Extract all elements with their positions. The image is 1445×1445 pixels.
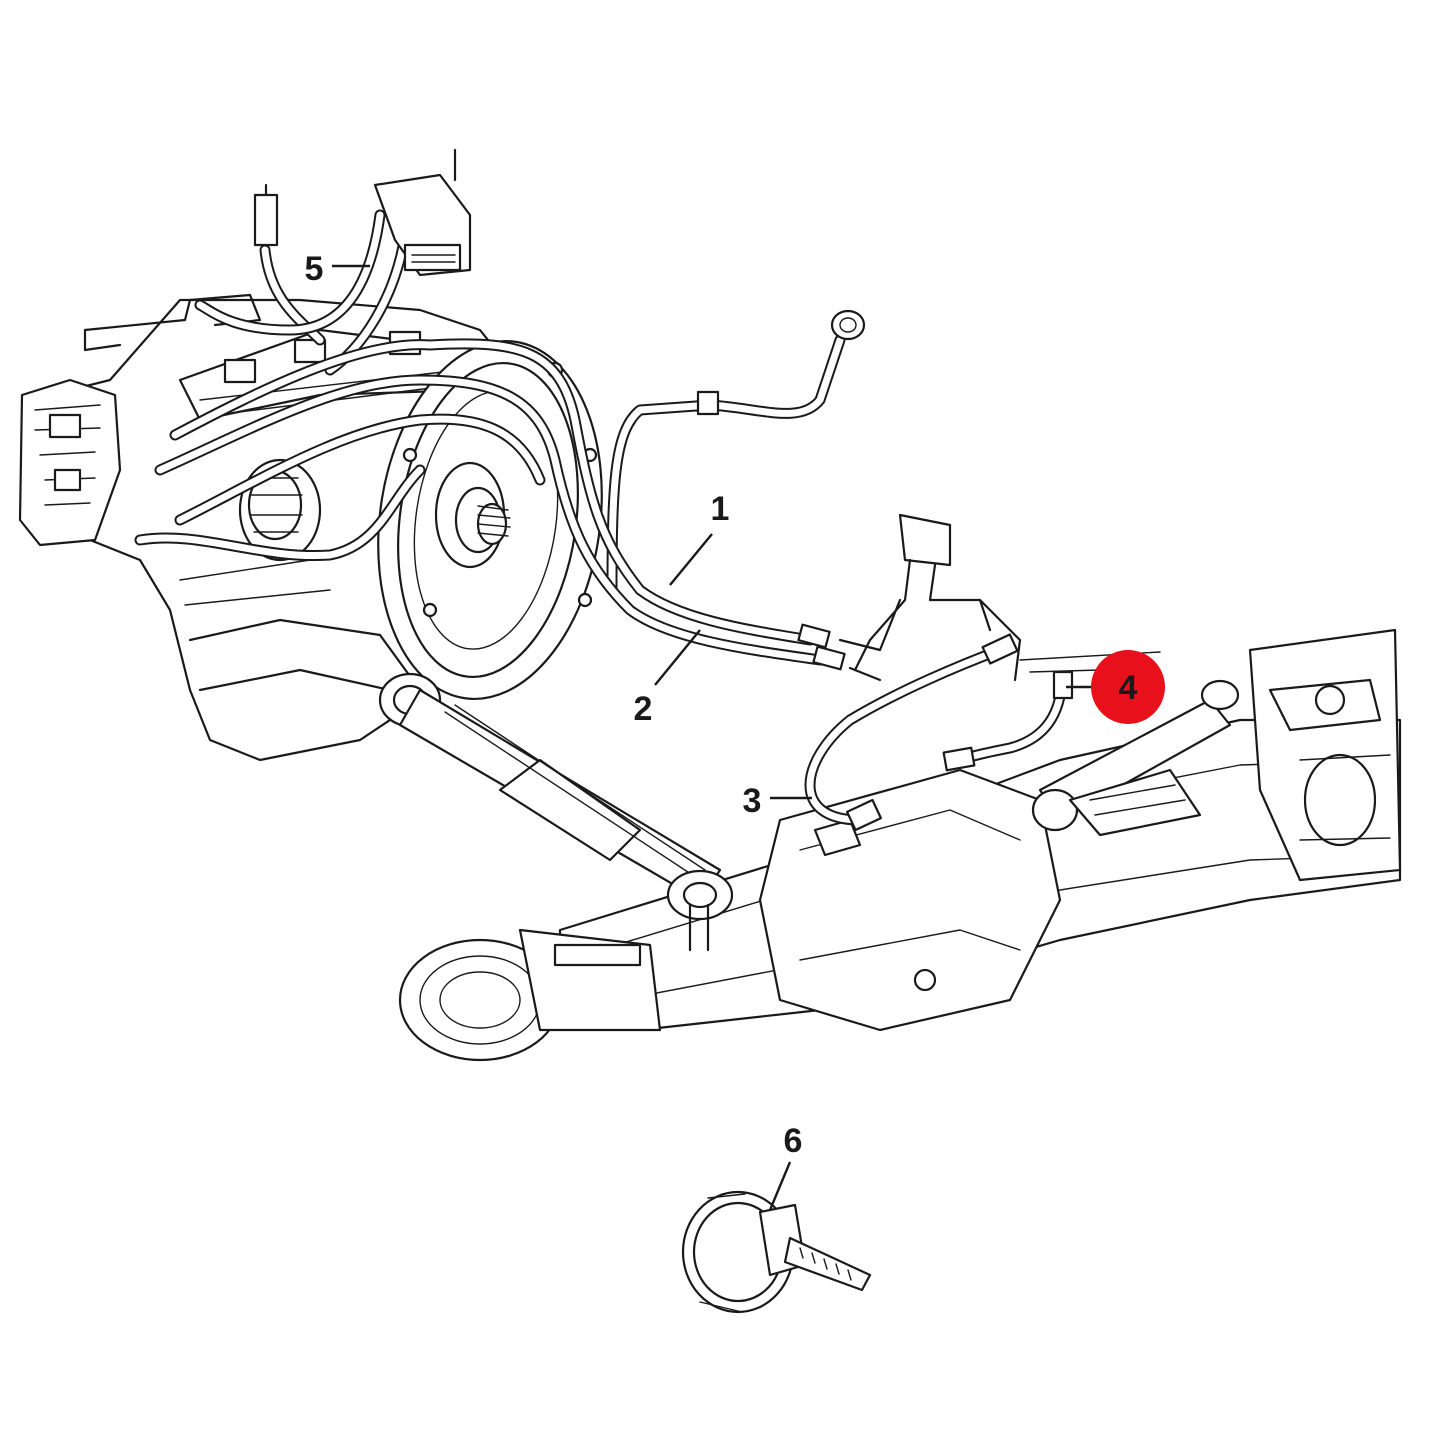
callout-label-6: 6	[784, 1122, 803, 1160]
callout-label-5: 5	[305, 250, 324, 288]
callout-label-3: 3	[743, 782, 762, 820]
hose-1-and-2	[134, 338, 902, 682]
cable-tie-icon	[681, 1190, 872, 1314]
pump-hoses	[194, 148, 472, 376]
front-axle	[398, 628, 1402, 1062]
callout-label-2: 2	[634, 690, 653, 728]
callout-highlight-circle	[1091, 650, 1165, 724]
callout-2: 2	[634, 629, 701, 728]
callout-6: 6	[768, 1122, 803, 1211]
transmission-assembly	[18, 293, 603, 762]
callout-label-1: 1	[711, 490, 730, 528]
hose-4	[942, 651, 1161, 772]
hose-3	[804, 633, 1019, 832]
fill-tube	[606, 309, 866, 596]
callout-1: 1	[669, 490, 730, 586]
support-bracket	[853, 513, 1022, 682]
driveshaft	[398, 688, 722, 902]
callout-3: 3	[743, 782, 812, 820]
callout-4: 4	[1066, 650, 1165, 724]
callout-label-4: 4	[1119, 669, 1138, 707]
callout-5: 5	[305, 250, 370, 288]
